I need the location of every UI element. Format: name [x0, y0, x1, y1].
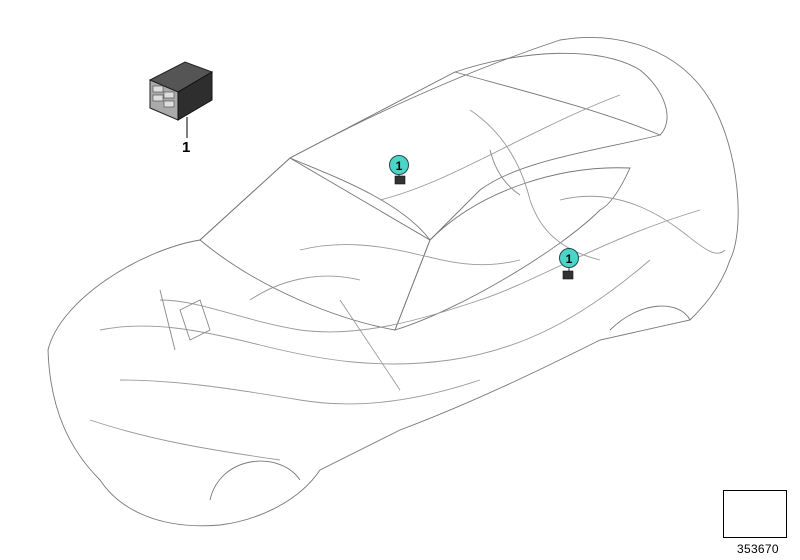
part-number-label: 1 [182, 139, 191, 156]
navigation-icon-box[interactable] [723, 490, 787, 538]
callout-badge-a[interactable]: 1 [389, 155, 409, 175]
control-unit-icon [148, 61, 214, 138]
diagram-number: 353670 [737, 542, 779, 556]
callout-badge-b[interactable]: 1 [559, 248, 579, 268]
car-wiring-harness-icon [47, 37, 739, 527]
